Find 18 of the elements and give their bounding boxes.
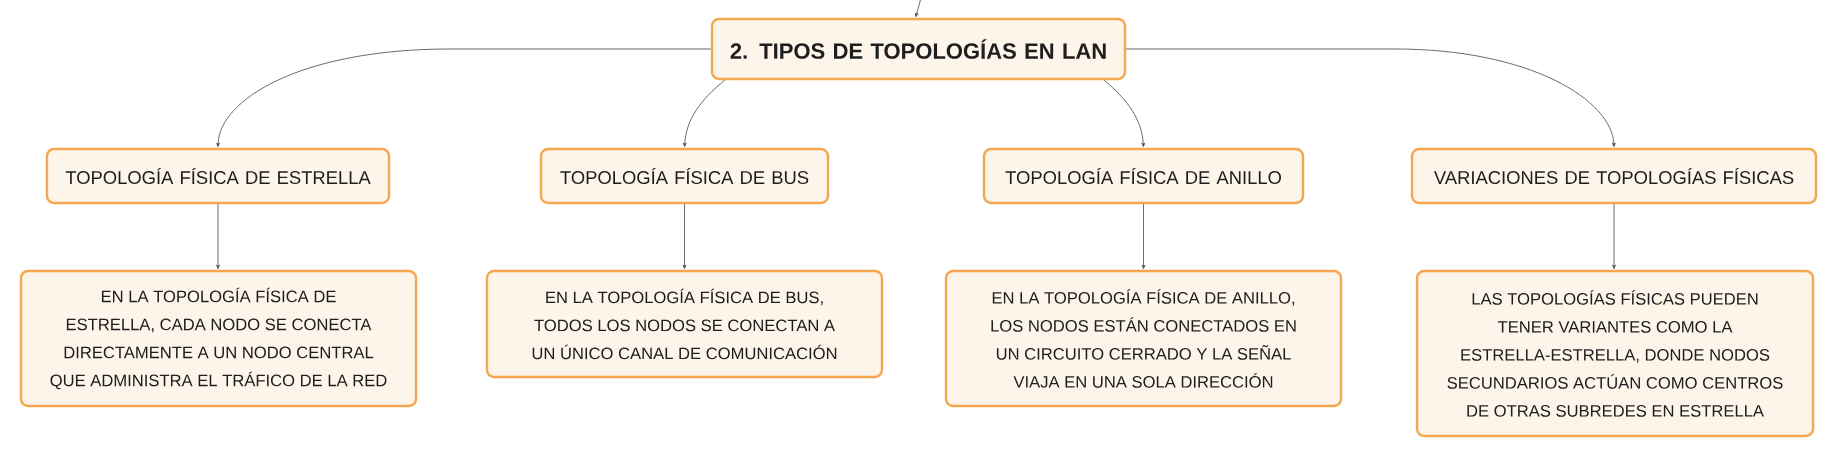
connector-arrow: [216, 203, 220, 270]
topic-box: TOPOLOGÍA FÍSICA DE ESTRELLA: [45, 147, 391, 205]
connector-arrow: [1612, 203, 1616, 270]
connector-arrow: [1103, 79, 1146, 148]
connector-arrow: [1125, 48, 1616, 148]
topic-box: VARIACIONES DE TOPOLOGÍAS FÍSICAS: [1410, 147, 1818, 205]
topic-box: TOPOLOGÍA FÍSICA DE BUS: [539, 147, 830, 205]
description-box: EN LA TOPOLOGÍA FÍSICA DE ESTRELLA, CADA NODO SE CONECTA DIRECTAMENTE A UN NODO CENTRAL QUE ADMINISTRA EL TRÁFICO DE LA RED: [19, 269, 418, 408]
connector-arrow: [1141, 203, 1146, 270]
topic-box: TOPOLOGÍA FÍSICA DE ANILLO: [982, 147, 1305, 205]
description-box: EN LA TOPOLOGÍA FÍSICA DE ANILLO, LOS NODOS ESTÁN CONECTADOS EN UN CIRCUITO CERRADO Y LA SEÑAL VIAJA EN UNA SOLA DIRECCIÓN: [944, 269, 1343, 408]
connector-arrow: [682, 203, 687, 270]
description-box: EN LA TOPOLOGÍA FÍSICA DE BUS, TODOS LOS NODOS SE CONECTAN A UN ÚNICO CANAL DE COMUNICACIÓN: [485, 269, 884, 379]
connector-arrow: [216, 48, 712, 148]
connector-arrow: [682, 79, 726, 148]
connector-arrow: [914, 0, 922, 18]
description-box: LAS TOPOLOGÍAS FÍSICAS PUEDEN TENER VARIANTES COMO LA ESTRELLA-ESTRELLA, DONDE NODOS SECUNDARIOS ACTÚAN COMO CENTROS DE OTRAS SUBREDES EN ESTRELLA: [1415, 269, 1815, 438]
central-topic-box: 2. TIPOS DE TOPOLOGÍAS EN LAN: [710, 17, 1127, 81]
